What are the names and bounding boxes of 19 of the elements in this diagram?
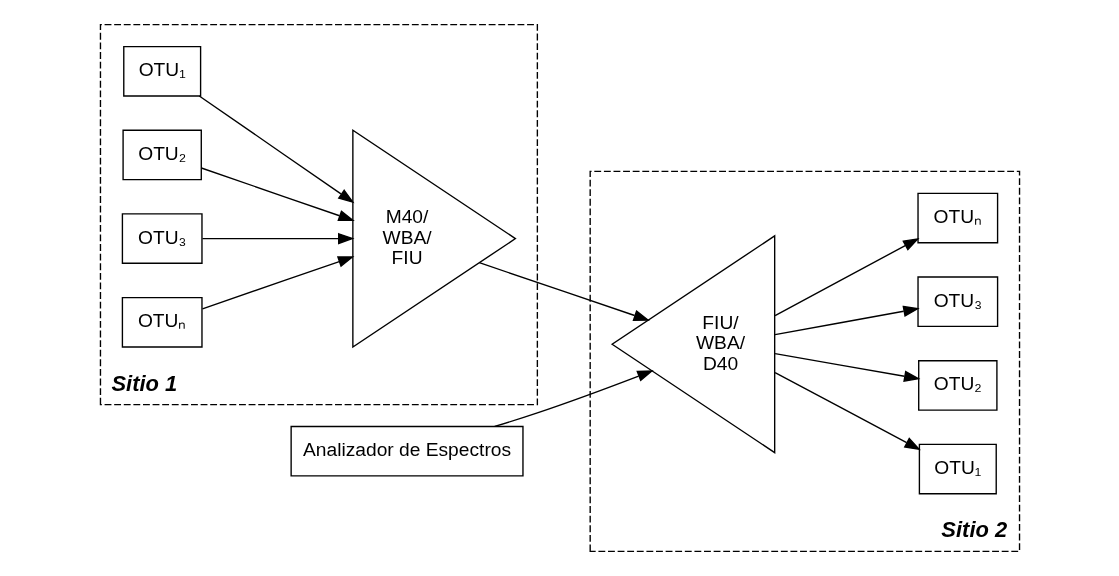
- node-box: OTU₁: [918, 443, 997, 495]
- node-box: OTU₃: [121, 213, 203, 264]
- arrow: [201, 232, 354, 245]
- arrow: [773, 371, 921, 451]
- arrow: [478, 262, 650, 321]
- node-box: OTU₂: [121, 129, 202, 181]
- node-box: OTU₁: [122, 45, 201, 97]
- arrow: [200, 167, 355, 222]
- node-box: OTUₙ: [916, 192, 998, 244]
- arrow: [773, 305, 920, 336]
- arrow: [773, 352, 920, 382]
- node-box: OTU₂: [917, 360, 998, 411]
- arrow: [773, 237, 919, 317]
- arrow: [201, 256, 354, 310]
- arrow: [493, 370, 654, 428]
- node-box: Analizador de Espectros: [289, 425, 524, 477]
- node-box: OTU₃: [916, 276, 998, 328]
- arrow: [198, 95, 354, 204]
- node-box: OTUₙ: [121, 296, 203, 348]
